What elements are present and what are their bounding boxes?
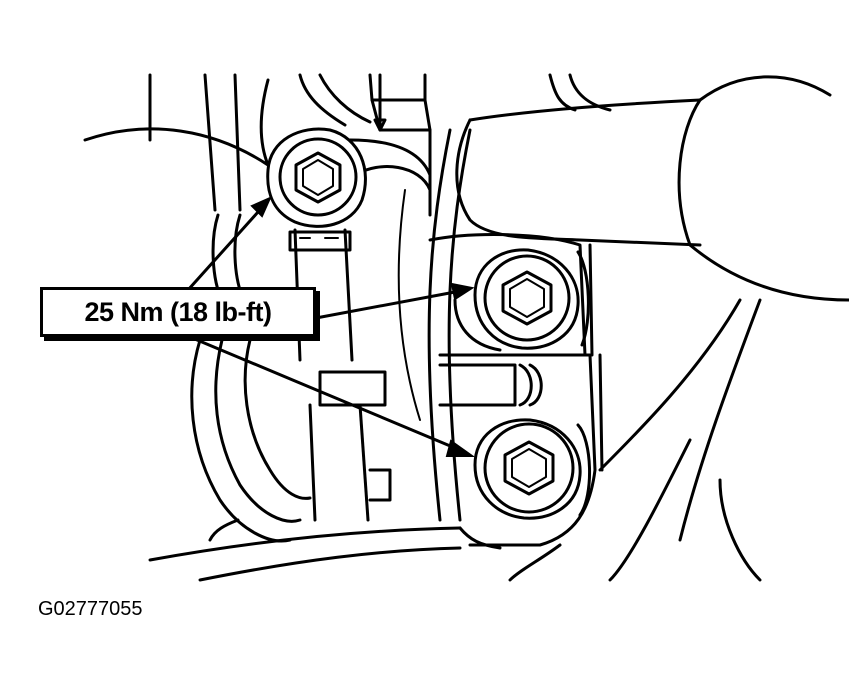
housing-outline [83, 73, 382, 212]
torque-callout: 25 Nm (18 lb-ft) [40, 287, 316, 337]
arrow-to-middle-bolt [314, 290, 457, 320]
pulley-ring [190, 338, 312, 543]
lower-right-outline [148, 298, 762, 582]
arrowhead-upper-bolt [250, 196, 272, 218]
bolt-upper-left [266, 127, 367, 228]
arrow-to-upper-bolt [186, 210, 260, 292]
leader-arrows [186, 196, 476, 457]
arrowhead-lower-bolt [445, 439, 476, 457]
arrow-to-lower-bolt [188, 335, 457, 450]
bolt-middle-right [473, 248, 590, 350]
figure-id: G02777055 [38, 598, 143, 620]
mount-strap [211, 213, 392, 522]
bolt-lower-right [473, 418, 591, 520]
arrowhead-middle-bolt [450, 282, 475, 301]
torque-label: 25 Nm (18 lb-ft) [84, 296, 272, 327]
